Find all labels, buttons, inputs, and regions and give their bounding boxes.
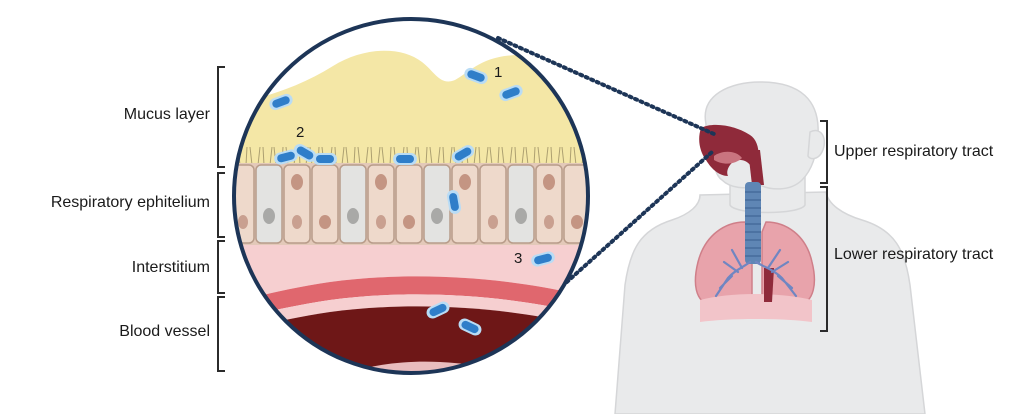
label-mucus-layer: Mucus layer [124,106,210,124]
bracket-blood-vessel [217,296,225,372]
bracket-lower-tract [820,186,828,332]
bracket-mucus-layer [217,66,225,168]
marker-2: 2 [296,125,304,141]
marker-1: 1 [494,65,502,81]
epithelium-cells [232,165,590,243]
bacterium [393,153,417,165]
bracket-respiratory-epithelium [217,172,225,238]
label-lower-respiratory-tract: Lower respiratory tract [834,246,993,264]
label-blood-vessel: Blood vessel [119,323,210,341]
diaphragm [700,294,812,322]
bacterium [313,153,337,165]
marker-3: 3 [514,251,522,267]
label-upper-respiratory-tract: Upper respiratory tract [834,143,993,161]
label-interstitium: Interstitium [132,259,210,277]
label-respiratory-epithelium: Respiratory ephitelium [51,194,210,212]
bracket-upper-tract [820,120,828,184]
trachea [745,182,761,264]
bracket-interstitium [217,240,225,294]
